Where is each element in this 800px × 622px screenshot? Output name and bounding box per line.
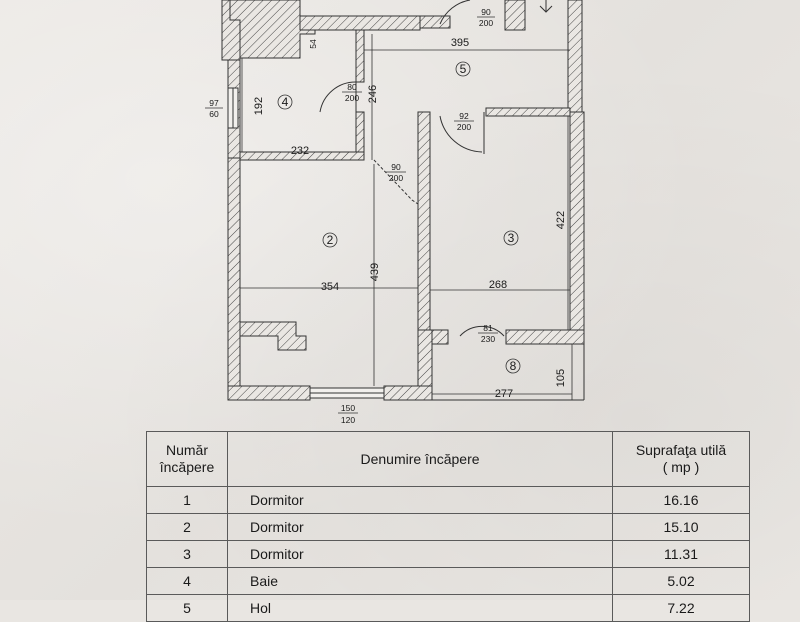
svg-text:200: 200	[345, 93, 359, 103]
dim-room3-height: 422	[555, 211, 567, 229]
window-label-room2: 150 120	[338, 403, 358, 425]
dim-room2-height: 439	[369, 263, 381, 281]
svg-text:5: 5	[460, 62, 467, 76]
window-label-bath: 97 60	[205, 98, 223, 119]
door-label-room2: 90 200	[386, 162, 406, 183]
cell-room-area: 16.16	[612, 486, 750, 514]
door-room2	[373, 159, 419, 205]
cell-room-number: 1	[146, 486, 228, 514]
wall-bath-right	[355, 29, 365, 83]
dim-hall-height: 246	[367, 85, 379, 103]
svg-text:60: 60	[209, 109, 219, 119]
cell-room-name: Hol	[227, 594, 613, 622]
cell-room-name: Dormitor	[227, 513, 613, 541]
wall-right-upper	[567, 0, 583, 113]
cell-room-area: 7.22	[612, 594, 750, 622]
room-label-5: 5	[455, 61, 471, 77]
svg-text:2: 2	[327, 233, 334, 247]
wall-top-small	[504, 0, 526, 31]
room-label-4: 4	[277, 94, 293, 110]
wall-bottom-left	[227, 385, 311, 401]
room-label-8: 8	[505, 358, 521, 374]
wall-left-lower	[227, 157, 241, 401]
cell-room-number: 2	[146, 513, 228, 541]
svg-text:120: 120	[341, 415, 355, 425]
svg-text:150: 150	[341, 403, 355, 413]
wall-room3-bottom-left	[429, 329, 449, 345]
cell-room-name: Baie	[227, 567, 613, 595]
svg-text:80: 80	[347, 82, 357, 92]
dim-room3-width: 268	[489, 279, 507, 291]
floor-plan: 395 246 192 232 54 354 439 268 422 277 1…	[205, 0, 585, 425]
cell-room-area: 15.10	[612, 513, 750, 541]
door-bath	[319, 81, 357, 113]
svg-text:230: 230	[481, 334, 495, 344]
table-row: 2 Dormitor 15.10	[146, 513, 750, 541]
svg-text:90: 90	[391, 162, 401, 172]
svg-text:200: 200	[479, 18, 493, 28]
dim-room2-width: 354	[321, 281, 339, 293]
dim-hall-width: 395	[451, 37, 469, 49]
room-label-3: 3	[503, 230, 519, 246]
svg-text:81: 81	[483, 323, 493, 333]
door-room3	[439, 115, 483, 153]
door-label-room3: 92 200	[454, 111, 474, 132]
svg-text:3: 3	[508, 231, 515, 245]
svg-text:200: 200	[389, 173, 403, 183]
entry-arrow-icon	[539, 0, 553, 13]
wall-top-stub	[419, 15, 451, 29]
door-balcony	[459, 325, 505, 337]
cell-room-number: 3	[146, 540, 228, 568]
chimney-block	[239, 321, 307, 351]
table-row: 4 Baie 5.02	[146, 567, 750, 595]
cell-room-area: 11.31	[612, 540, 750, 568]
wall-top-segment	[299, 15, 421, 31]
header-room-name: Denumire încăpere	[227, 431, 613, 487]
door-label-bath: 80 200	[342, 82, 362, 103]
cell-room-name: Dormitor	[227, 486, 613, 514]
cell-room-number: 4	[146, 567, 228, 595]
room-label-2: 2	[322, 232, 338, 248]
door-label-entry: 90 200	[477, 7, 495, 28]
table-row: 1 Dormitor 16.16	[146, 486, 750, 514]
wall-bottom-right	[383, 385, 433, 401]
cell-room-number: 5	[146, 594, 228, 622]
dim-balcony-depth: 105	[555, 369, 567, 387]
wall-room3-left	[417, 111, 431, 331]
table-header-row: Număr încăpere Denumire încăpere Suprafa…	[146, 431, 750, 487]
table-row: 5 Hol 7.22	[146, 594, 750, 622]
dim-balcony-width: 277	[495, 388, 513, 400]
wall-right-lower	[569, 111, 585, 345]
dim-bath-niche: 54	[308, 39, 318, 49]
wall-room3-bottom	[505, 329, 585, 345]
header-room-number: Număr încăpere	[146, 431, 228, 487]
wall-room3-top	[485, 107, 571, 117]
svg-text:8: 8	[510, 359, 517, 373]
rooms-table: Număr încăpere Denumire încăpere Suprafa…	[146, 431, 750, 622]
svg-text:4: 4	[282, 95, 289, 109]
wall-top-hatch	[229, 0, 316, 59]
dim-bath-height: 192	[253, 97, 265, 115]
svg-text:97: 97	[209, 98, 219, 108]
cell-room-area: 5.02	[612, 567, 750, 595]
door-entry	[439, 0, 471, 25]
door-label-balcony: 81 230	[478, 323, 498, 344]
table-row: 3 Dormitor 11.31	[146, 540, 750, 568]
header-usable-area: Suprafaţa utilă ( mp )	[612, 431, 750, 487]
dim-bath-width: 232	[291, 145, 309, 157]
svg-text:92: 92	[459, 111, 469, 121]
cell-room-name: Dormitor	[227, 540, 613, 568]
svg-text:200: 200	[457, 122, 471, 132]
svg-text:90: 90	[481, 7, 491, 17]
